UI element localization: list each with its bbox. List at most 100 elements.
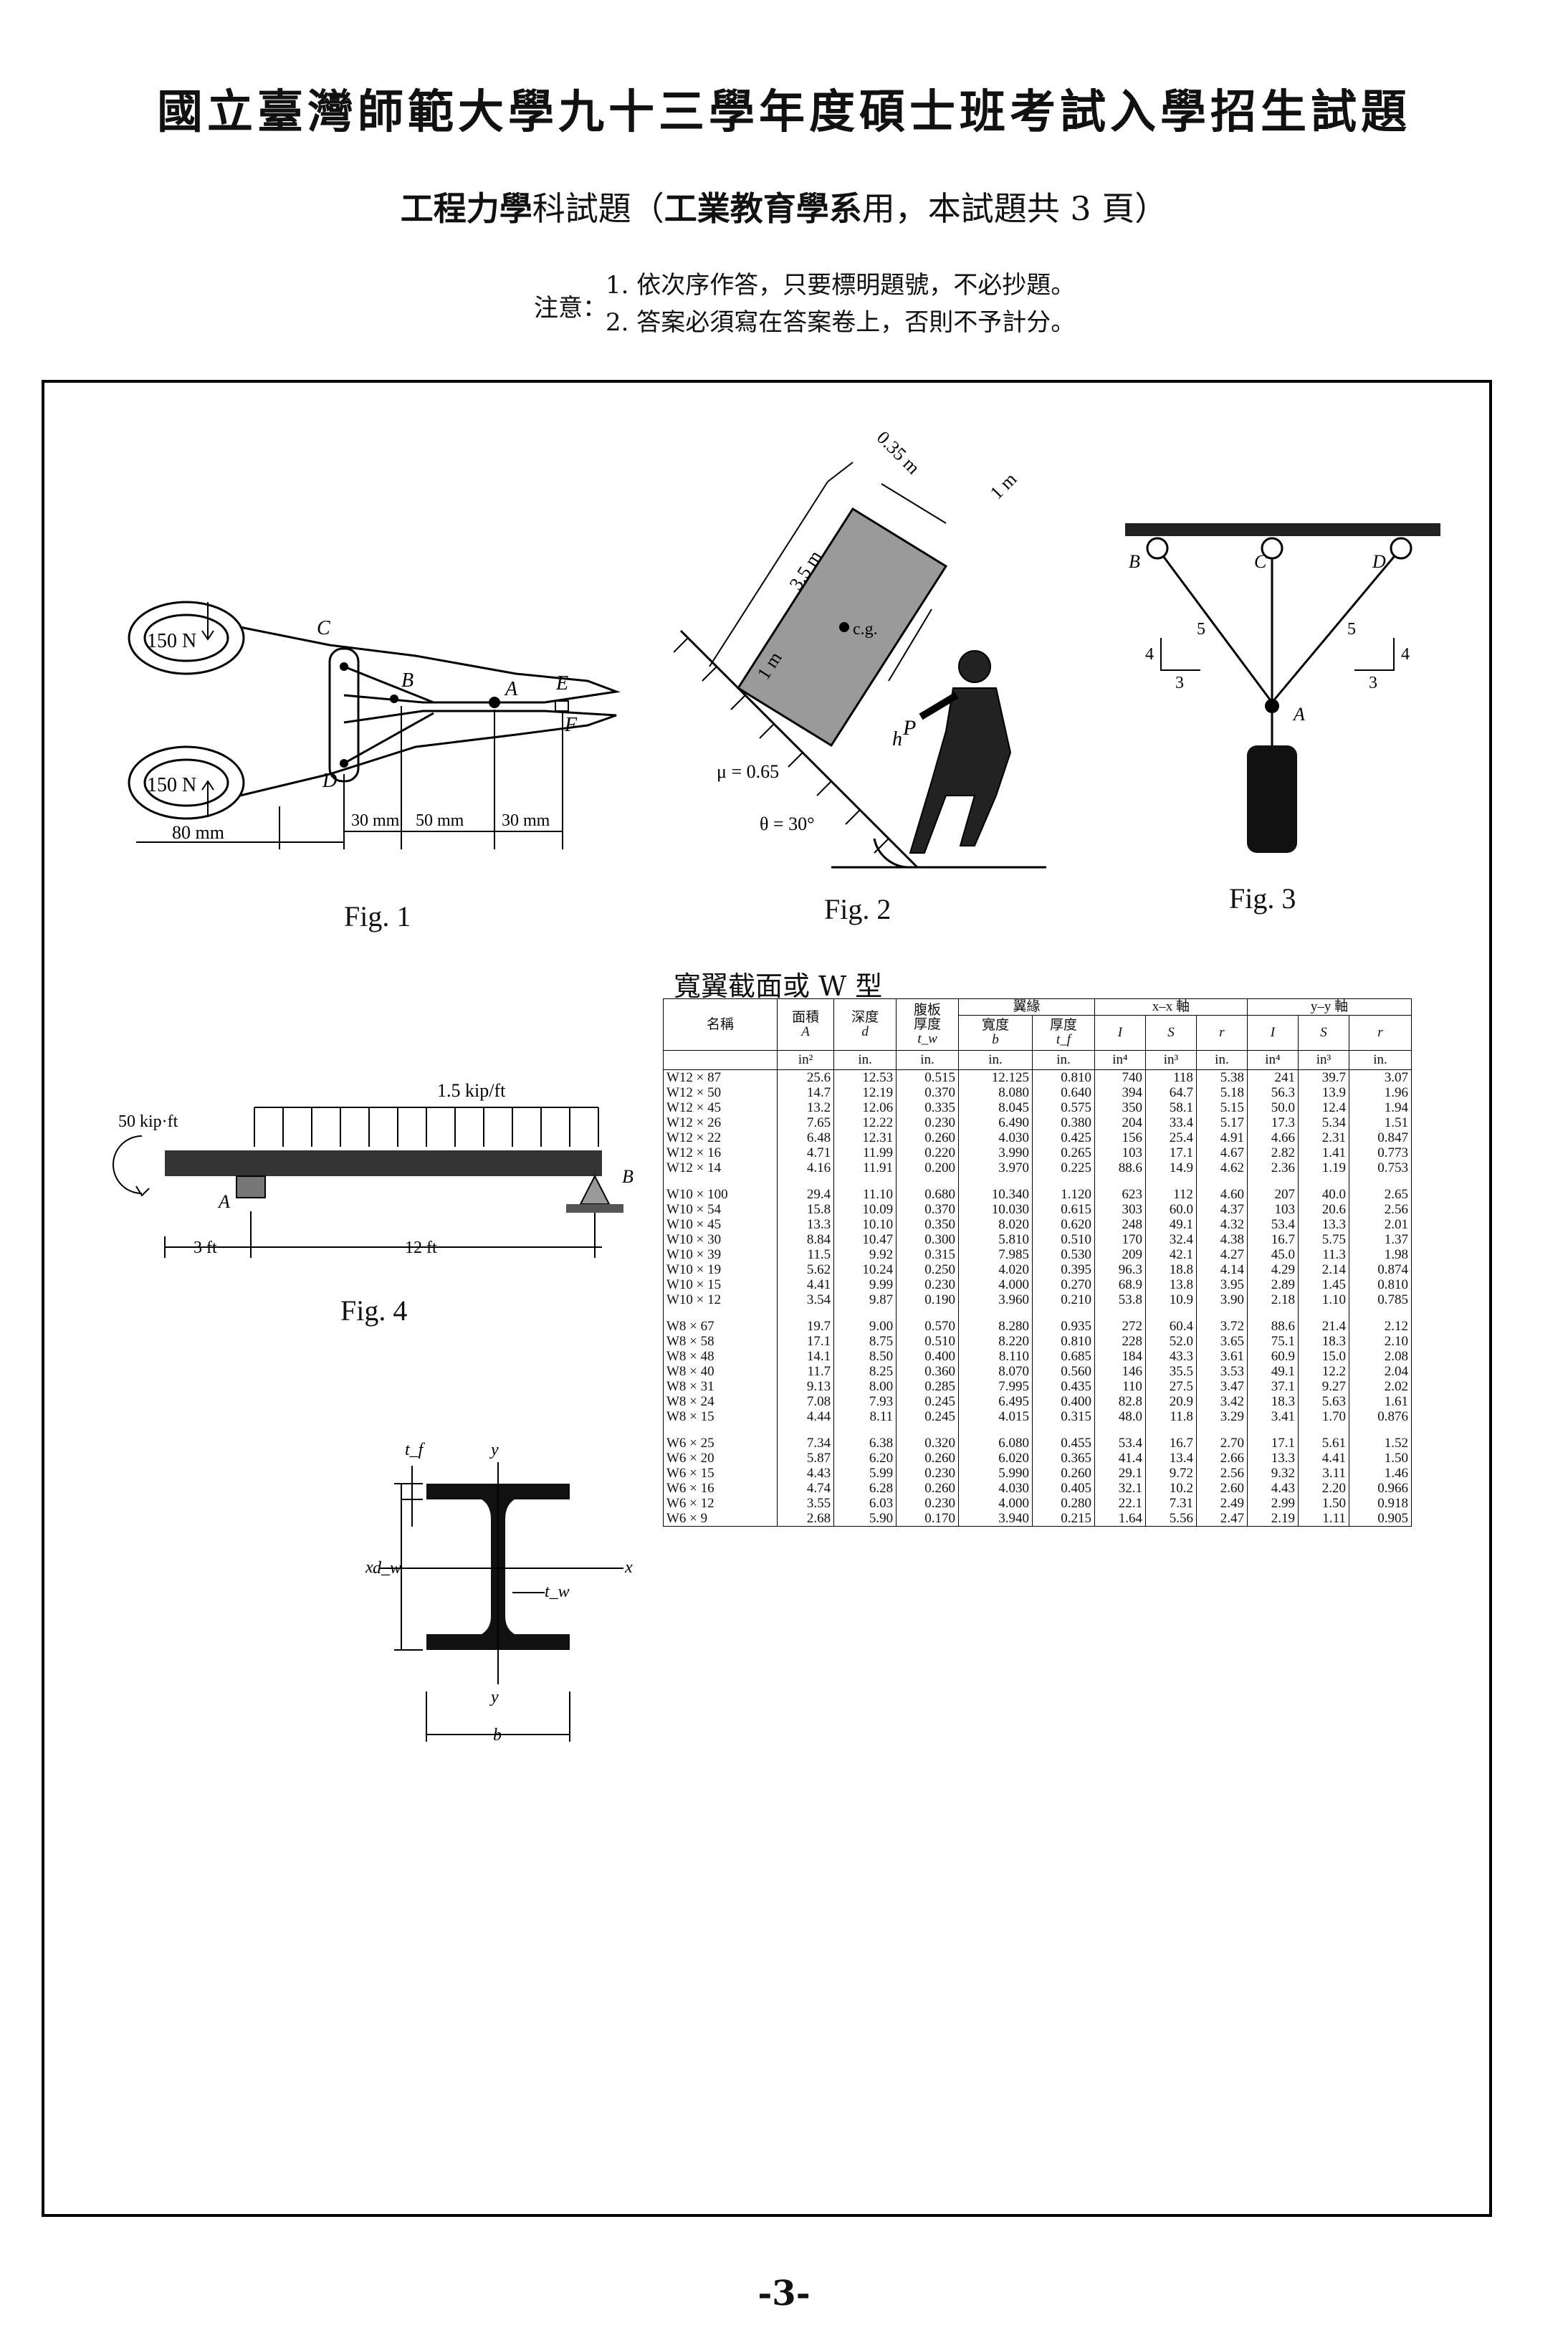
unit-cell: in. xyxy=(1348,1050,1412,1070)
section-name-cell: W8 × 40 xyxy=(662,1364,778,1379)
table-cell: 21.4 xyxy=(1297,1319,1349,1334)
table-cell: 1.51 xyxy=(1348,1115,1412,1130)
section-name-cell: W10 × 12 xyxy=(662,1292,778,1307)
wide-flange-section-diagram: t_f y d_w x x t_w y b xyxy=(365,1441,633,1745)
gap-cell xyxy=(833,1424,897,1436)
gap-cell xyxy=(1297,1307,1349,1319)
exam-subtitle: 工程力學科試題（工業教育學系用，本試題共 3 頁） xyxy=(0,183,1568,230)
table-cell: 4.27 xyxy=(1195,1247,1248,1262)
table-cell: 5.61 xyxy=(1297,1436,1349,1451)
table-cell: 0.935 xyxy=(1031,1319,1095,1334)
section-name-cell: W6 × 16 xyxy=(662,1481,778,1496)
table-cell: 4.030 xyxy=(958,1130,1033,1145)
table-cell: 14.7 xyxy=(777,1085,835,1100)
fig3-point-a: A xyxy=(1292,704,1305,725)
table-cell: 0.225 xyxy=(1031,1160,1095,1175)
section-name-cell: W8 × 67 xyxy=(662,1319,778,1334)
table-cell: 13.3 xyxy=(1246,1451,1299,1466)
table-cell: 0.260 xyxy=(1031,1466,1095,1481)
table-cell: 9.32 xyxy=(1246,1466,1299,1481)
table-cell: 1.94 xyxy=(1348,1100,1412,1115)
col-yy-s: S xyxy=(1297,1015,1349,1051)
table-cell: 60.4 xyxy=(1144,1319,1197,1334)
table-cell: 7.995 xyxy=(958,1379,1033,1394)
table-cell: 3.65 xyxy=(1195,1334,1248,1349)
gap-cell xyxy=(662,1307,778,1319)
table-cell: 1.96 xyxy=(1348,1085,1412,1100)
table-cell: 2.49 xyxy=(1195,1496,1248,1511)
fig1-point-e: E xyxy=(555,672,568,695)
table-cell: 4.66 xyxy=(1246,1130,1299,1145)
table-cell: 11.5 xyxy=(777,1247,835,1262)
table-cell: 0.405 xyxy=(1031,1481,1095,1496)
table-cell: 0.640 xyxy=(1031,1085,1095,1100)
table-cell: 0.918 xyxy=(1348,1496,1412,1511)
table-cell: 1.46 xyxy=(1348,1466,1412,1481)
table-cell: 20.6 xyxy=(1297,1202,1349,1217)
gap-cell xyxy=(896,1175,960,1187)
unit-cell: in. xyxy=(1031,1050,1095,1070)
fig3-point-c: C xyxy=(1254,551,1267,572)
gap-cell xyxy=(1246,1175,1299,1187)
section-tf-label: t_f xyxy=(405,1441,426,1459)
table-cell: 0.966 xyxy=(1348,1481,1412,1496)
table-cell: 0.510 xyxy=(896,1334,960,1349)
table-cell: 118 xyxy=(1144,1069,1197,1085)
table-cell: 4.015 xyxy=(958,1409,1033,1424)
table-cell: 12.31 xyxy=(833,1130,897,1145)
table-cell: 4.000 xyxy=(958,1496,1033,1511)
table-cell: 0.230 xyxy=(896,1115,960,1130)
table-cell: 2.82 xyxy=(1246,1145,1299,1160)
gap-cell xyxy=(777,1175,835,1187)
gap-cell xyxy=(958,1307,1033,1319)
table-cell: 623 xyxy=(1094,1187,1146,1202)
table-cell: 13.3 xyxy=(1297,1217,1349,1232)
fig4-beam-diagram: 1.5 kip/ft 50 kip·ft A B 3 ft 12 ft xyxy=(113,1080,634,1258)
gap-cell xyxy=(1348,1307,1412,1319)
table-cell: 8.00 xyxy=(833,1379,897,1394)
table-cell: 0.200 xyxy=(896,1160,960,1175)
table-cell: 0.365 xyxy=(1031,1451,1095,1466)
table-cell: 2.66 xyxy=(1195,1451,1248,1466)
table-cell: 33.4 xyxy=(1144,1115,1197,1130)
table-cell: 17.1 xyxy=(777,1334,835,1349)
table-cell: 0.680 xyxy=(896,1187,960,1202)
section-name-cell: W6 × 15 xyxy=(662,1466,778,1481)
table-cell: 39.7 xyxy=(1297,1069,1349,1085)
table-cell: 68.9 xyxy=(1094,1277,1146,1292)
table-cell: 0.810 xyxy=(1031,1334,1095,1349)
table-cell: 1.98 xyxy=(1348,1247,1412,1262)
table-cell: 0.810 xyxy=(1348,1277,1412,1292)
table-cell: 0.455 xyxy=(1031,1436,1095,1451)
gap-cell xyxy=(1031,1307,1095,1319)
table-cell: 0.905 xyxy=(1348,1511,1412,1527)
table-cell: 18.3 xyxy=(1246,1394,1299,1409)
table-cell: 50.0 xyxy=(1246,1100,1299,1115)
col-xx-r: r xyxy=(1195,1015,1248,1051)
gap-cell xyxy=(777,1307,835,1319)
group-gap xyxy=(662,1424,1412,1436)
table-cell: 5.15 xyxy=(1195,1100,1248,1115)
section-y-top-label: y xyxy=(489,1441,499,1459)
table-cell: 8.50 xyxy=(833,1349,897,1364)
section-name-cell: W10 × 30 xyxy=(662,1232,778,1247)
section-x-right-label: x xyxy=(624,1558,633,1577)
col-flange: 翼緣 xyxy=(958,998,1095,1016)
table-cell: 11.3 xyxy=(1297,1247,1349,1262)
table-cell: 42.1 xyxy=(1144,1247,1197,1262)
table-cell: 4.020 xyxy=(958,1262,1033,1277)
table-cell: 4.000 xyxy=(958,1277,1033,1292)
table-cell: 3.11 xyxy=(1297,1466,1349,1481)
subject-name: 工程力學 xyxy=(400,189,532,228)
